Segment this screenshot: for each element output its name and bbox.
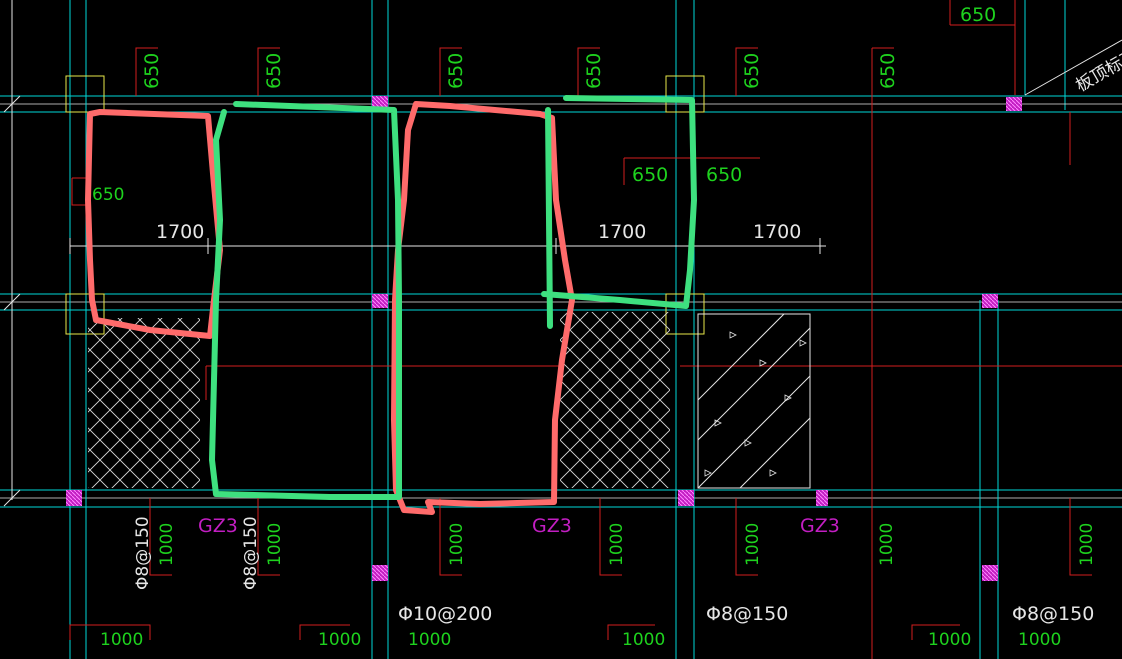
dim-text-650: 650 [263, 53, 285, 89]
hatched-slab-left [88, 318, 200, 488]
rebar-vertical-labels: Φ8@150 Φ8@150 [133, 516, 261, 590]
dim-text-1000: 1000 [607, 523, 627, 566]
bottom-horizontal-dim-labels: 1000 1000 1000 1000 1000 1000 [100, 630, 1061, 650]
green-highlight-boxes [209, 95, 697, 500]
dim-text-1700: 1700 [598, 221, 646, 243]
dim-text-1000: 1000 [877, 523, 897, 566]
column-label-gz3: GZ3 [800, 515, 840, 537]
square-hatch-icon [982, 565, 998, 581]
dim-text-650: 650 [583, 53, 605, 89]
rebar-label: Φ8@150 [1012, 603, 1094, 625]
hatched-slab-mid [560, 312, 670, 488]
dim-text-1000: 1000 [157, 523, 177, 566]
dim-text-650: 650 [877, 53, 899, 89]
rebar-label: Φ8@150 [241, 516, 261, 590]
rebar-label: Φ8@150 [133, 516, 153, 590]
bottom-vertical-dim-labels: 1000 1000 1000 1000 1000 1000 1000 1000 [157, 523, 1097, 566]
span-labels: 1700 1700 1700 [156, 221, 801, 243]
rebar-bottom-labels: Φ10@200 Φ8@150 Φ8@150 [398, 603, 1094, 625]
rebar-label: Φ8@150 [706, 603, 788, 625]
dim-text-650: 650 [741, 53, 763, 89]
dim-text-650: 650 [632, 164, 668, 186]
top-right-corner [949, 0, 1122, 110]
dim-text-1700: 1700 [156, 221, 204, 243]
dim-text-1000: 1000 [100, 630, 143, 650]
dim-text-650: 650 [92, 185, 124, 205]
span-dimension-line [69, 238, 826, 254]
column-markers [66, 96, 1022, 581]
dim-text-1000: 1000 [928, 630, 971, 650]
square-hatch-icon [1006, 97, 1022, 111]
dim-text-1000: 1000 [408, 630, 451, 650]
dim-text-1000: 1000 [622, 630, 665, 650]
dim-text-650: 650 [445, 53, 467, 89]
square-hatch-icon [66, 490, 82, 506]
square-hatch-icon [982, 294, 998, 308]
square-hatch-icon [372, 96, 388, 108]
dim-text-650: 650 [960, 4, 996, 26]
square-hatch-icon [678, 490, 694, 506]
dim-text-1000: 1000 [447, 523, 467, 566]
column-label-gz3: GZ3 [532, 515, 572, 537]
dim-text-1000: 1000 [743, 523, 763, 566]
slope-label: 板顶标高 [1073, 45, 1122, 96]
horizontal-dim-lines [0, 103, 1122, 499]
column-label-gz3: GZ3 [198, 515, 238, 537]
bottom-rebar-lines [69, 498, 1092, 640]
dim-text-1000: 1000 [318, 630, 361, 650]
dim-text-650: 650 [706, 164, 742, 186]
left-dimension-line [3, 0, 21, 507]
dim-text-1000: 1000 [1077, 523, 1097, 566]
rebar-label: Φ10@200 [398, 603, 492, 625]
square-hatch-icon [372, 294, 388, 308]
top-rebar-lines [71, 47, 1122, 659]
square-hatch-icon [372, 565, 388, 581]
top-dimension-labels: 650 650 650 650 650 650 650 650 650 650 … [92, 4, 996, 205]
dim-text-1000: 1000 [1018, 630, 1061, 650]
dim-text-1700: 1700 [753, 221, 801, 243]
column-labels: GZ3 GZ3 GZ3 [198, 515, 840, 537]
dim-text-1000: 1000 [265, 523, 285, 566]
stair-hatch-area [697, 313, 811, 489]
square-hatch-icon [816, 490, 828, 506]
dim-text-650: 650 [141, 53, 163, 89]
